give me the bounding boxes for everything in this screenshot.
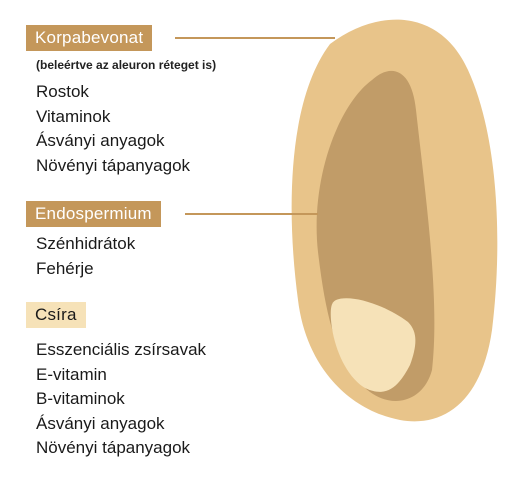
bran-note: (beleértve az aleuron réteget is) xyxy=(36,58,217,72)
list-item: Vitaminok xyxy=(36,106,111,126)
list-item: E-vitamin xyxy=(36,364,107,384)
list-item: Fehérje xyxy=(36,258,94,278)
list-item: Növényi tápanyagok xyxy=(36,438,191,457)
list-item: Ásványi anyagok xyxy=(36,413,165,433)
bran-label: Korpabevonat xyxy=(26,25,153,51)
germ-label: Csíra xyxy=(26,302,86,328)
endosperm-nutrient-list: Szénhidrátok Fehérje xyxy=(36,232,135,281)
list-item: B-vitaminok xyxy=(36,389,125,408)
list-item: Növényi tápanyagok xyxy=(36,155,191,175)
list-item: Ásványi anyagok xyxy=(36,131,165,150)
germ xyxy=(330,298,416,392)
list-item: Esszenciális zsírsavak xyxy=(36,340,207,359)
bran-nutrient-list: Rostok Vitaminok Ásványi anyagok Növényi… xyxy=(36,80,190,178)
list-item: Szénhidrátok xyxy=(36,234,136,253)
germ-nutrient-list: Esszenciális zsírsavak E-vitamin B-vitam… xyxy=(36,338,206,461)
endosperm-label: Endospermium xyxy=(26,201,161,227)
list-item: Rostok xyxy=(36,82,89,101)
